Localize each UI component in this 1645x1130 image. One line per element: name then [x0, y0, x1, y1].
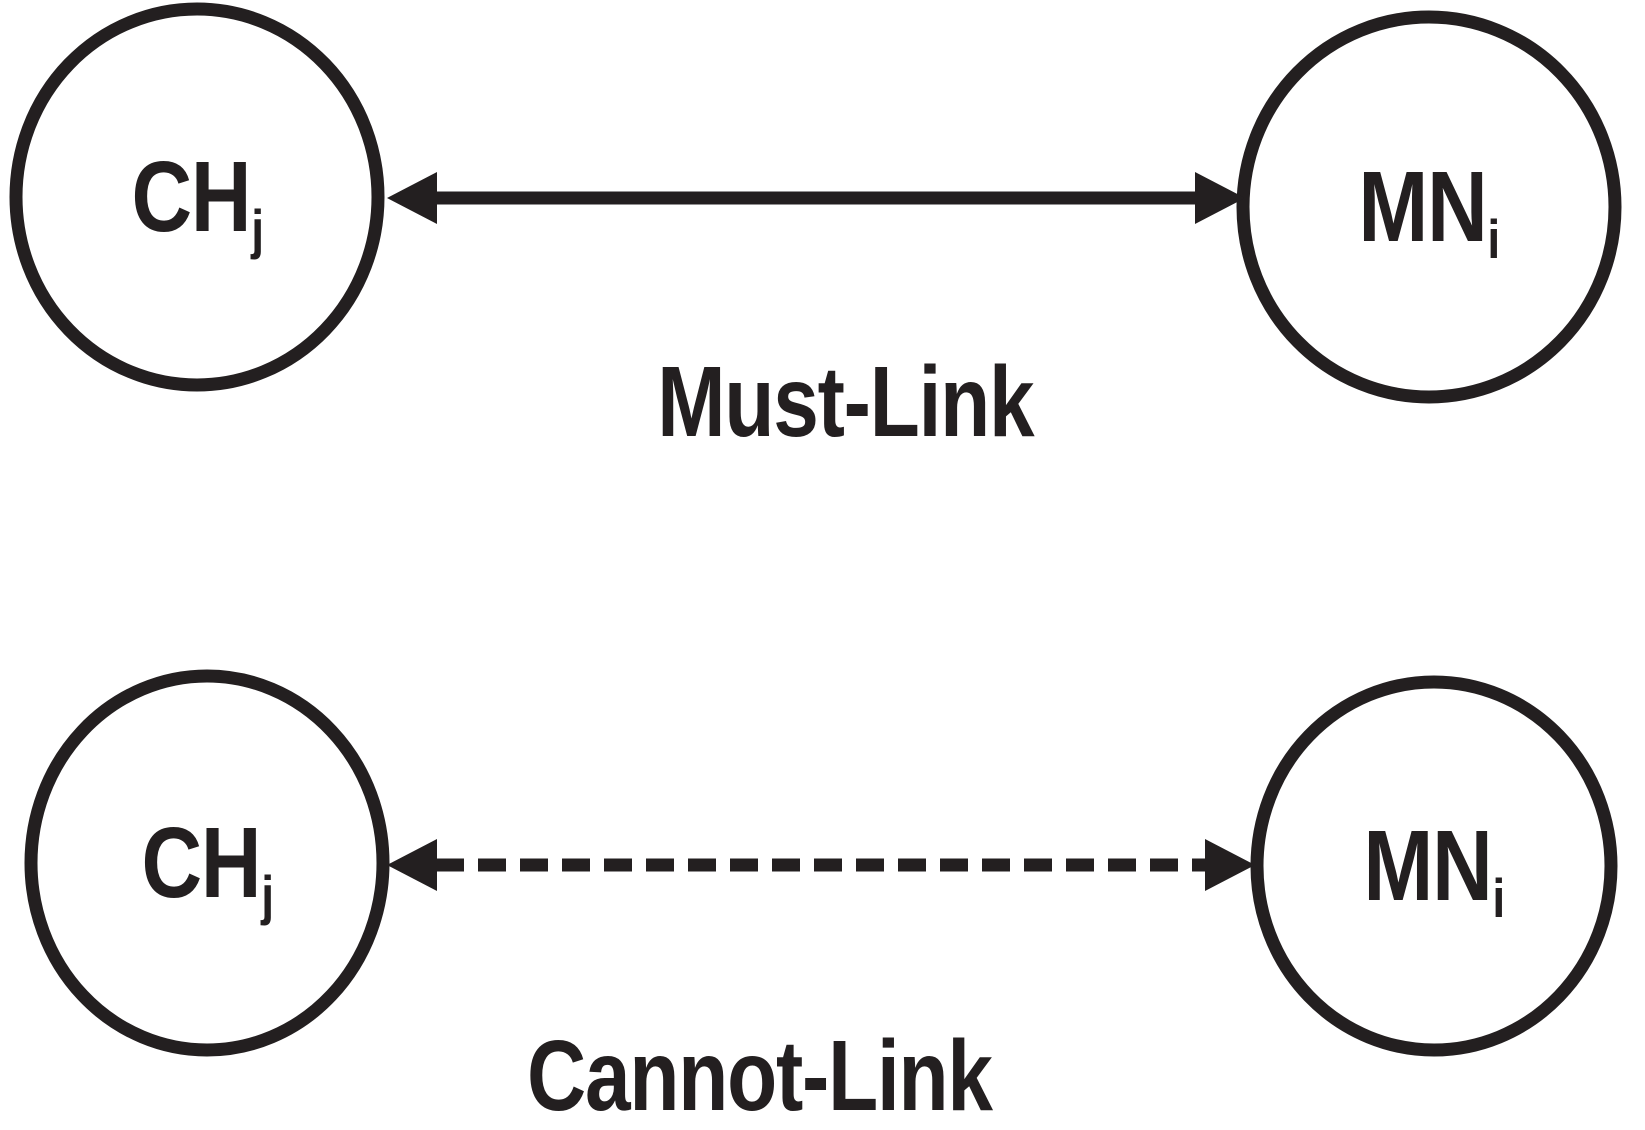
must-link-right-node-label: MNi	[1269, 107, 1589, 307]
must-link-arrow	[387, 172, 1245, 224]
node-subscript: j	[261, 863, 274, 926]
cannot-link-arrow	[387, 839, 1255, 891]
cannot-link-right-node-label: MNi	[1274, 766, 1594, 966]
node-text: CH	[131, 141, 251, 253]
must-link-caption: Must-Link	[656, 346, 1034, 458]
cannot-link-arrowhead-right	[1205, 839, 1255, 891]
must-link-left-node-circle	[9, 2, 385, 392]
cannot-link-left-node-label: CHj	[47, 763, 367, 963]
must-link-left-node-label: CHj	[37, 97, 357, 297]
cannot-link-right-node-circle	[1250, 675, 1618, 1057]
node-text: CH	[141, 807, 261, 919]
cannot-link-arrowhead-left	[387, 839, 437, 891]
node-text: MN	[1363, 810, 1493, 922]
node-subscript: i	[1487, 207, 1501, 270]
must-link-right-node-circle	[1236, 10, 1622, 404]
cannot-link-left-node-circle	[24, 669, 390, 1057]
must-link-arrowhead-left	[387, 172, 437, 224]
must-link-arrowhead-right	[1195, 172, 1245, 224]
node-subscript: j	[251, 197, 264, 260]
node-subscript: i	[1492, 866, 1506, 929]
cannot-link-caption: Cannot-Link	[526, 1020, 993, 1130]
node-text: MN	[1358, 151, 1488, 263]
